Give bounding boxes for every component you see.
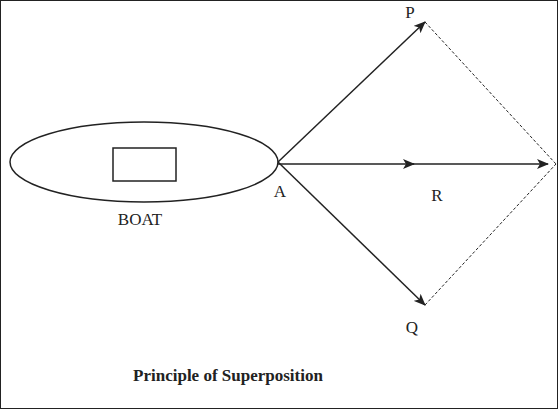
resultant-arrow-r bbox=[278, 163, 414, 165]
point-label: A bbox=[274, 183, 286, 202]
force-label: P bbox=[405, 4, 414, 23]
parallelogram-side bbox=[425, 22, 556, 164]
force-arrow-p bbox=[278, 22, 425, 162]
force-arrow-q bbox=[278, 162, 425, 305]
parallelogram-side bbox=[425, 164, 556, 305]
resultant-label: R bbox=[431, 187, 442, 206]
boat-cabin bbox=[113, 148, 176, 181]
caption: Principle of Superposition bbox=[133, 367, 323, 386]
boat-hull bbox=[10, 122, 278, 202]
force-label: Q bbox=[406, 319, 418, 338]
resultant-line bbox=[412, 163, 548, 165]
boat-label: BOAT bbox=[118, 211, 162, 230]
